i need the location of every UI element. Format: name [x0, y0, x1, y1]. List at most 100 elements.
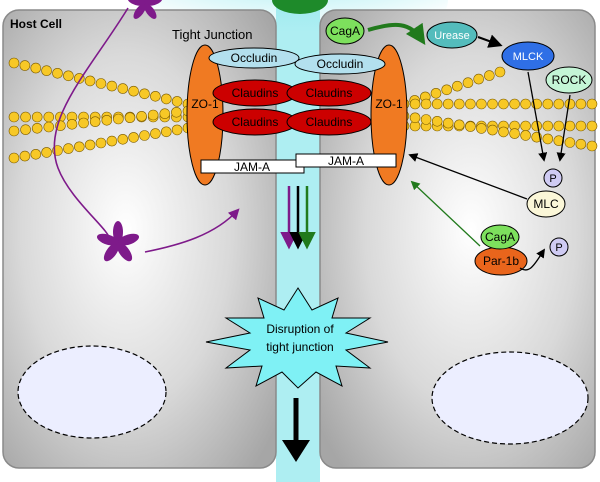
actin-bead — [420, 114, 432, 125]
jam-a-right-label: JAM-A — [328, 154, 364, 168]
actin-bead — [520, 120, 531, 132]
actin-bead — [420, 98, 432, 110]
mlck-label: MLCK — [513, 51, 544, 63]
actin-bead — [30, 149, 42, 160]
actin-bead — [553, 135, 565, 146]
actin-bead — [498, 98, 509, 110]
mlc-label: MLC — [533, 197, 559, 211]
actin-bead — [451, 80, 463, 92]
actin-bead — [586, 140, 598, 152]
actin-bead — [74, 141, 85, 153]
actin-bead — [147, 109, 159, 121]
occludin-left — [208, 47, 300, 69]
jam-a-right — [295, 153, 397, 168]
bacterial-entry-arrow — [144, 208, 240, 253]
actin-bead — [442, 98, 454, 110]
actin-bead — [101, 115, 113, 126]
occludin-left-label: Occludin — [231, 51, 278, 65]
actin-bead — [586, 98, 598, 110]
actin-bead — [171, 96, 183, 107]
actin-bead — [453, 119, 465, 131]
zo1-right-label: ZO-1 — [375, 97, 403, 111]
actin-bead — [553, 120, 565, 132]
phospho-bottom-label: P — [555, 242, 562, 254]
actin-bead — [476, 98, 487, 110]
actin-bead — [8, 57, 20, 69]
actin-bead — [542, 98, 554, 110]
actin-bead — [542, 133, 554, 145]
actin-bead — [136, 111, 147, 122]
actin-bead — [161, 93, 172, 105]
actin-bead — [117, 83, 129, 94]
actin-bead — [462, 77, 474, 88]
occludin-right-label: Occludin — [317, 57, 364, 71]
claudins-label-2: Claudins — [306, 86, 353, 100]
actin-bead — [20, 111, 31, 123]
actin-bead — [159, 108, 171, 119]
arrow-down-bottom-head — [282, 440, 310, 462]
actin-bead — [161, 126, 172, 138]
mlc-node — [526, 190, 566, 218]
phospho-top-label: P — [549, 173, 556, 185]
actin-bead — [139, 88, 150, 100]
actin-bead — [441, 84, 453, 96]
par1b-label: Par-1b — [483, 254, 519, 268]
phospho-bottom — [549, 237, 569, 257]
claudins-label-3: Claudins — [232, 115, 279, 129]
bacterial-trafficking-arrow — [53, 7, 129, 241]
actin-bead — [575, 138, 587, 150]
actin-bead — [19, 150, 31, 162]
caga-node-top — [325, 17, 365, 45]
actin-bead — [89, 116, 101, 127]
actin-bead — [66, 119, 78, 130]
claudins-label-1: Claudins — [232, 86, 279, 100]
rock-label: ROCK — [552, 73, 587, 87]
actin-bead — [150, 91, 161, 102]
phospho-top — [543, 168, 563, 188]
actin-bead — [43, 111, 55, 123]
caga-to-urease-arrow — [367, 22, 426, 45]
actin-bead — [150, 128, 161, 139]
actin-bead — [31, 123, 43, 134]
actin-bead — [586, 120, 598, 132]
disruption-label-line1: Disruption of — [266, 322, 334, 336]
actin-bead — [575, 98, 587, 110]
actin-bead — [465, 98, 476, 110]
actin-bead — [106, 135, 118, 147]
par1b-to-zo1-arrow — [410, 180, 481, 247]
actin-bead — [483, 70, 495, 81]
actin-bead — [509, 128, 520, 139]
actin-bead — [19, 60, 31, 71]
bacterial-factor-flower-top — [127, 0, 163, 19]
rock-node — [545, 66, 593, 94]
urease-node — [426, 21, 478, 49]
actin-bead — [476, 123, 487, 134]
actin-bead — [431, 98, 443, 110]
actin-bead — [52, 68, 63, 79]
actin-bead — [95, 78, 107, 89]
actin-bead — [564, 137, 576, 148]
actin-bead — [542, 120, 554, 132]
actin-bead — [487, 124, 498, 136]
bacterium-top — [272, 0, 328, 14]
actin-bead — [575, 120, 587, 132]
par1b-to-p-arrow — [519, 248, 546, 271]
zo1-left-label: ZO-1 — [191, 97, 219, 111]
actin-bead — [509, 98, 520, 110]
actin-bead — [84, 139, 96, 151]
jam-a-left-label: JAM-A — [234, 160, 270, 174]
actin-bead — [63, 70, 74, 82]
actin-bead — [498, 126, 509, 138]
actin-bead — [442, 117, 454, 129]
actin-bead — [553, 98, 565, 110]
mlck-node — [501, 41, 555, 71]
actin-bead — [124, 112, 136, 123]
disruption-label-line2: tight junction — [266, 340, 333, 354]
claudin-top-right — [286, 79, 372, 107]
urease-label: Urease — [434, 30, 469, 42]
mlc-to-zo1-arrow — [408, 153, 528, 200]
caga-bottom-label: CagA — [485, 230, 515, 244]
caga-top-label: CagA — [330, 24, 360, 38]
actin-bead — [430, 88, 442, 99]
